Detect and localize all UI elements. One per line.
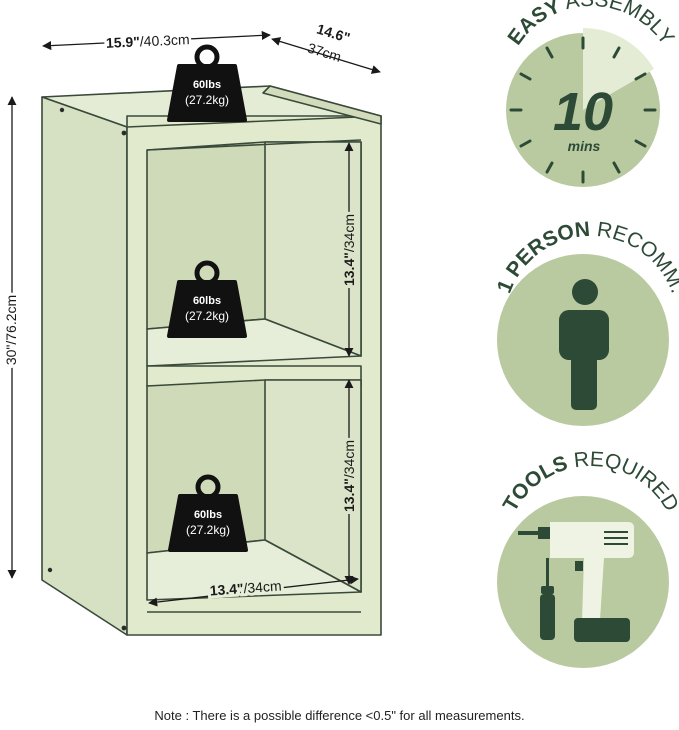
height-label: 30"/76.2cm — [3, 295, 19, 365]
cabinet-illustration — [41, 85, 382, 636]
depth-arrow — [271, 37, 381, 74]
inner-width-arrow — [148, 575, 359, 607]
width-arrow — [42, 30, 271, 51]
svg-text:60lbs: 60lbs — [194, 509, 222, 521]
assembly-minutes-number: 10 — [553, 82, 613, 142]
person-icon — [559, 279, 609, 410]
clock-ticks — [509, 36, 657, 184]
weight-icon-upper-shelf: 60lbs (27.2kg) — [167, 260, 247, 338]
svg-text:60lbs: 60lbs — [193, 295, 221, 307]
weight-icon-lower-shelf: 60lbs (27.2kg) — [168, 474, 248, 552]
lower-shelf-height-label: 13.4"/34cm — [341, 440, 357, 512]
badge-one-person: 1 PERSON RECOMM. — [493, 218, 679, 426]
screwdriver-icon — [540, 558, 555, 640]
depth-label-cm: 37cm — [306, 40, 343, 65]
svg-text:(27.2kg): (27.2kg) — [185, 309, 229, 323]
badge-easy-assembly: EASY ASSEMBLY 10 mins — [503, 0, 679, 187]
cabinet-left-side — [41, 96, 128, 636]
weight-icon-top: 60lbs (27.2kg) — [167, 44, 247, 122]
drill-icon — [518, 522, 634, 642]
tools-circle — [497, 496, 669, 668]
svg-text:(27.2kg): (27.2kg) — [185, 93, 229, 107]
width-label: 15.9"/40.3cm — [106, 31, 190, 51]
dimension-lines — [7, 30, 381, 607]
assembly-minutes-unit: mins — [568, 138, 601, 154]
clock-elapsed-wedge — [583, 28, 654, 110]
badge-tools-required: TOOLS REQUIRED — [497, 448, 679, 668]
svg-text:60lbs: 60lbs — [193, 79, 221, 91]
measurement-note: Note : There is a possible difference <0… — [154, 708, 525, 723]
svg-text:(27.2kg): (27.2kg) — [186, 523, 230, 537]
cabinet-screws — [47, 107, 127, 631]
upper-shelf-height-label: 13.4"/34cm — [341, 214, 357, 286]
